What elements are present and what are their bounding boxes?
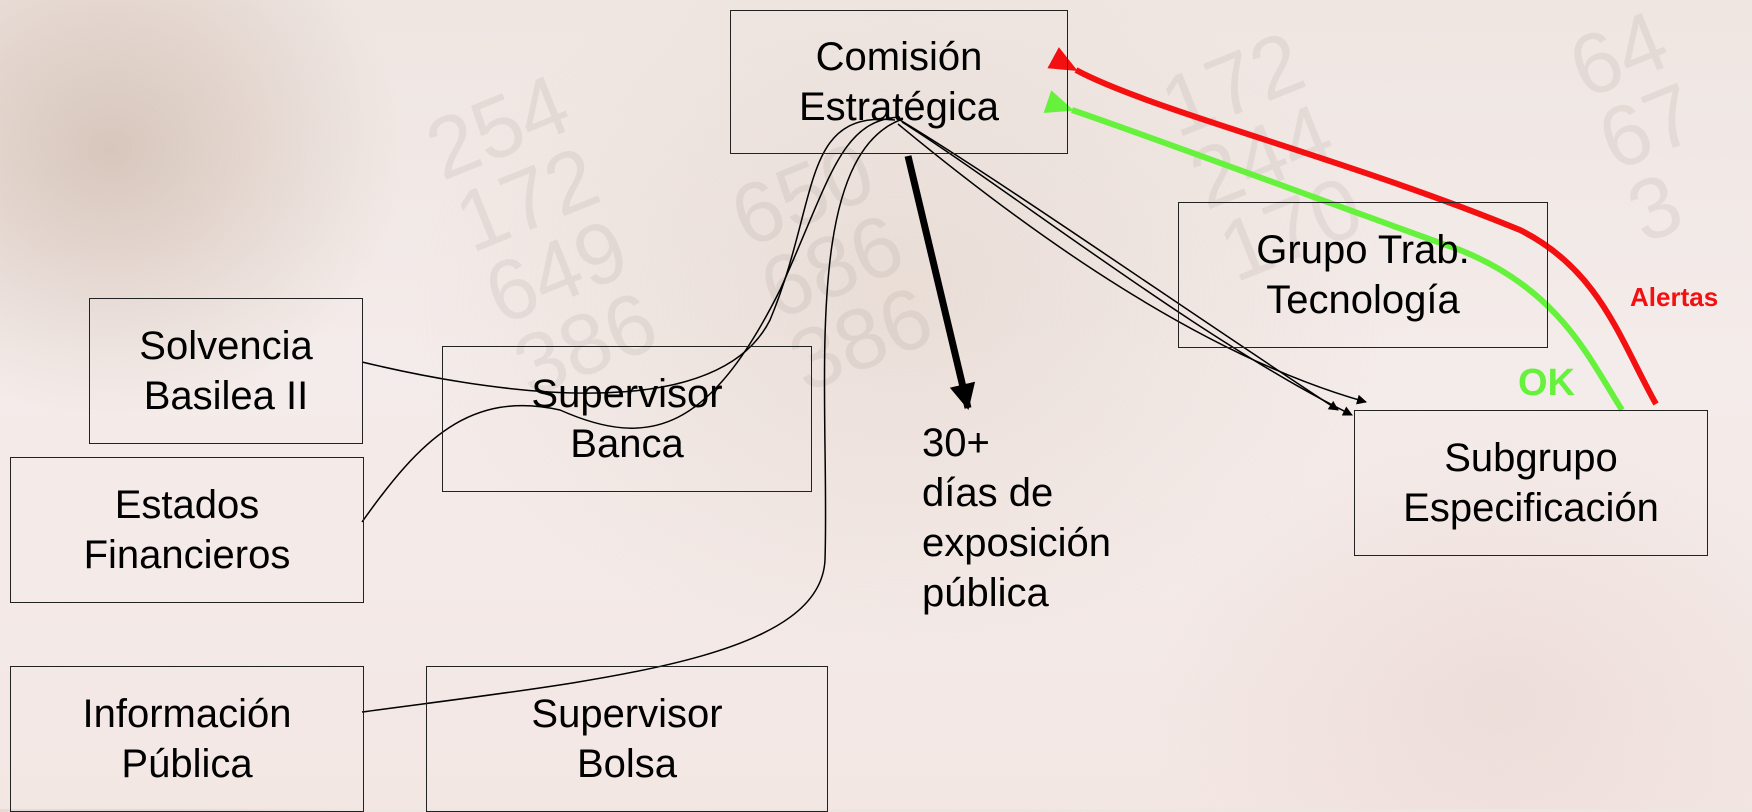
node-bolsa-line1: Supervisor — [531, 692, 723, 736]
node-bolsa-line2: Bolsa — [576, 742, 678, 786]
exposure-text: 30+ días de exposición pública — [922, 418, 1111, 618]
arrow-exposure — [904, 155, 976, 410]
node-supervisor-bolsa: Supervisor Bolsa — [426, 666, 828, 812]
node-solvencia-basilea: Solvencia Basilea II — [89, 298, 363, 444]
exposure-line3: exposición — [922, 521, 1112, 565]
background-numbers: 64 67 3 — [1556, 0, 1711, 262]
node-subgrupo-line2: Especificación — [1403, 486, 1659, 530]
node-banca-line2: Banca — [570, 422, 684, 466]
node-informacion-line2: Pública — [121, 742, 253, 786]
node-estados-line1: Estados — [114, 483, 260, 527]
node-supervisor-banca: Supervisor Banca — [442, 346, 812, 492]
node-comision-estrategica: Comisión Estratégica — [730, 10, 1068, 154]
node-grupo-tecnologia: Grupo Trab. Tecnología — [1178, 202, 1548, 348]
node-banca-line1: Supervisor — [531, 372, 723, 416]
node-informacion-publica: Información Pública — [10, 666, 364, 812]
node-grupo-line2: Tecnología — [1266, 278, 1460, 322]
label-ok: OK — [1518, 362, 1575, 404]
exposure-line2: días de — [922, 471, 1054, 515]
node-solvencia-line2: Basilea II — [143, 374, 309, 418]
label-alertas: Alertas — [1630, 282, 1719, 312]
node-subgrupo-especificacion: Subgrupo Especificación — [1354, 410, 1708, 556]
node-comision-line1: Comisión — [815, 35, 983, 79]
node-subgrupo-line1: Subgrupo — [1444, 436, 1618, 480]
exposure-line1: 30+ — [922, 421, 990, 465]
node-estados-financieros: Estados Financieros — [10, 457, 364, 603]
exposure-line4: pública — [922, 571, 1049, 615]
node-informacion-line1: Información — [82, 692, 292, 736]
node-grupo-line1: Grupo Trab. — [1256, 228, 1470, 272]
node-comision-line2: Estratégica — [798, 85, 1000, 129]
node-estados-line2: Financieros — [83, 533, 291, 577]
node-solvencia-line1: Solvencia — [139, 324, 313, 368]
